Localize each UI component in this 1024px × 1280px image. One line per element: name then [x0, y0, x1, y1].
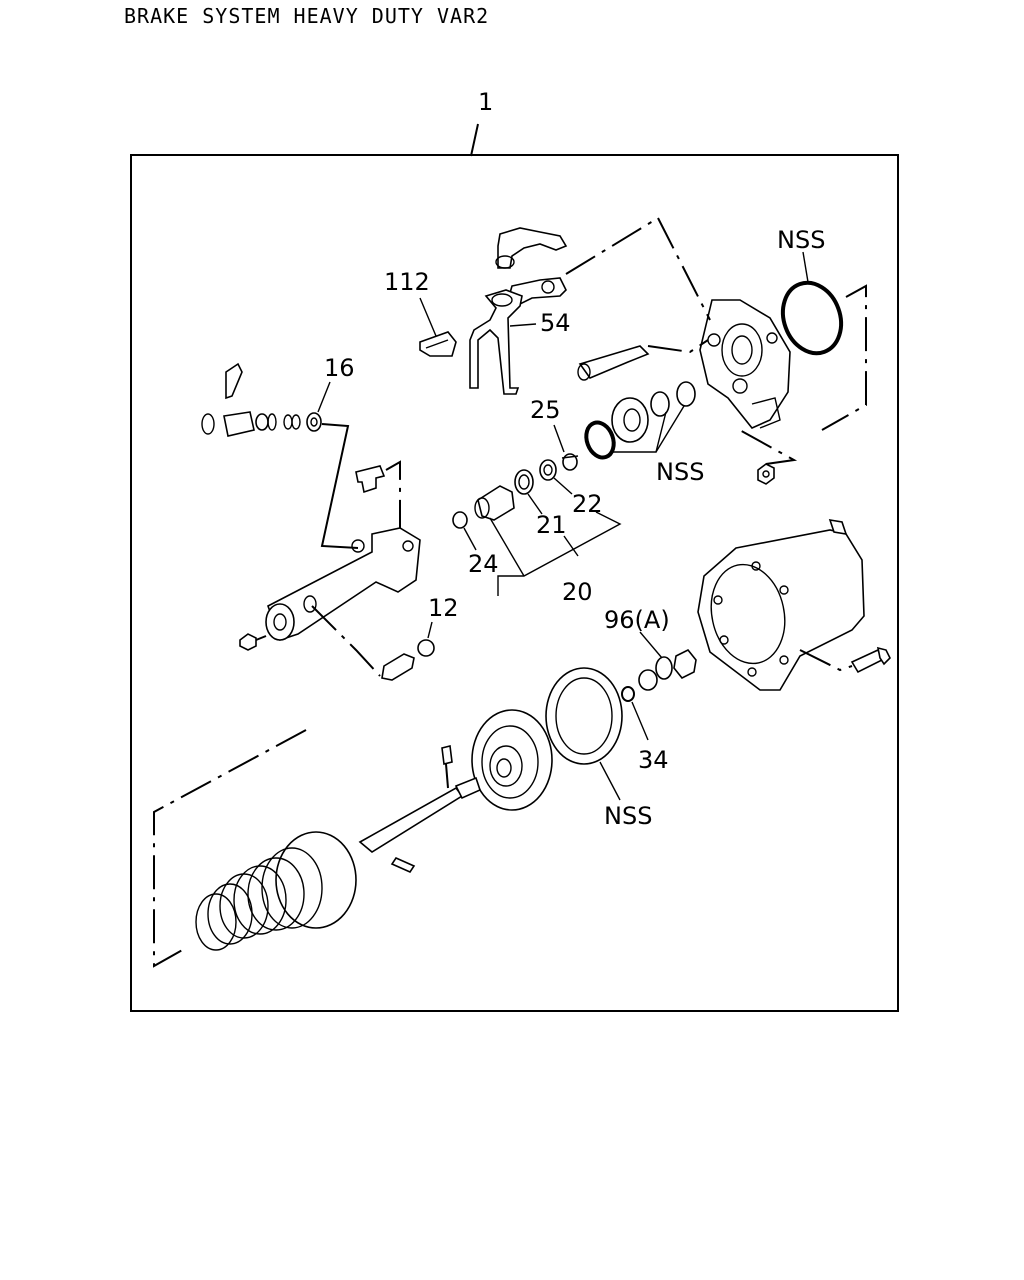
leader-112	[419, 297, 437, 337]
callout-22: 22	[572, 490, 603, 518]
nss-seal-ring-top	[780, 280, 844, 356]
leader-34	[631, 701, 649, 741]
leader-nss-top	[802, 251, 809, 283]
leader-21	[527, 493, 543, 515]
callout-16: 16	[324, 354, 355, 382]
bleeder-12	[381, 639, 435, 681]
clip-112	[419, 331, 457, 357]
leader-rod-upper	[647, 339, 709, 354]
leader-22	[553, 477, 573, 495]
nss-diaphragm-ring	[545, 667, 623, 765]
leader-nss-mid-2	[655, 405, 685, 453]
leader-25	[553, 424, 565, 453]
bracket-54	[469, 289, 523, 395]
assembly-frame	[130, 154, 899, 1012]
callout-nss-bottom: NSS	[604, 802, 652, 830]
leader-12-body	[311, 605, 381, 677]
callout-25: 25	[530, 396, 561, 424]
leader-plug-left	[255, 635, 267, 641]
callout-96a: 96(A)	[604, 606, 670, 634]
leader-bolt-housing	[799, 649, 853, 672]
leader-pipe-head	[657, 217, 711, 321]
callout-21: 21	[536, 511, 567, 539]
leader-96a	[639, 631, 663, 659]
seal-cups-nss	[650, 381, 696, 417]
screw-body-top	[355, 465, 386, 494]
bolt-housing-right	[850, 646, 891, 674]
piston-20	[474, 485, 515, 521]
part-25-valve	[561, 453, 579, 471]
ring-34	[621, 686, 635, 702]
leader-rod-pin	[445, 763, 449, 789]
cylinder-head-flange	[699, 299, 791, 429]
return-spring	[195, 831, 357, 951]
seal-piston-mid	[611, 397, 649, 443]
leader-12	[427, 621, 433, 639]
nss-o-ring-mid	[584, 420, 616, 460]
brake-line-pipe	[495, 227, 568, 307]
hex-nut-head	[757, 463, 775, 485]
seal-21	[514, 469, 534, 495]
callout-1: 1	[478, 88, 493, 116]
callout-20: 20	[562, 578, 593, 606]
leader-nut-head	[735, 427, 798, 465]
leader-24	[463, 527, 477, 551]
leader-16-body	[320, 423, 359, 549]
washer-22	[539, 459, 557, 481]
callout-54: 54	[540, 309, 571, 337]
callout-nss-top: NSS	[777, 226, 825, 254]
bracket-nss-top	[821, 284, 867, 431]
callout-12: 12	[428, 594, 459, 622]
bleeder-fitting-16	[201, 362, 322, 437]
page-title: BRAKE SYSTEM HEAVY DUTY VAR2	[124, 4, 490, 28]
leader-54	[509, 323, 537, 327]
callout-24: 24	[468, 550, 499, 578]
master-cylinder-body	[265, 527, 421, 642]
callout-nss-mid: NSS	[656, 458, 704, 486]
bracket-bottom-left	[153, 729, 307, 968]
leader-screw-body	[385, 460, 401, 548]
plug-left	[239, 633, 257, 651]
leader-16	[317, 381, 331, 413]
diaphragm-plate	[471, 709, 553, 811]
leader-nss-bottom	[599, 761, 621, 801]
leader-1	[470, 123, 479, 157]
part-24-ring	[452, 511, 468, 529]
booster-housing	[697, 518, 865, 691]
callout-112: 112	[384, 268, 430, 296]
push-rod-upper	[577, 345, 650, 381]
callout-34: 34	[638, 746, 669, 774]
nut-96a	[638, 648, 697, 691]
leader-20-b	[563, 535, 579, 557]
leader-pipe	[565, 217, 659, 275]
leader-20-a	[489, 517, 525, 577]
push-rod-lower	[358, 745, 481, 874]
